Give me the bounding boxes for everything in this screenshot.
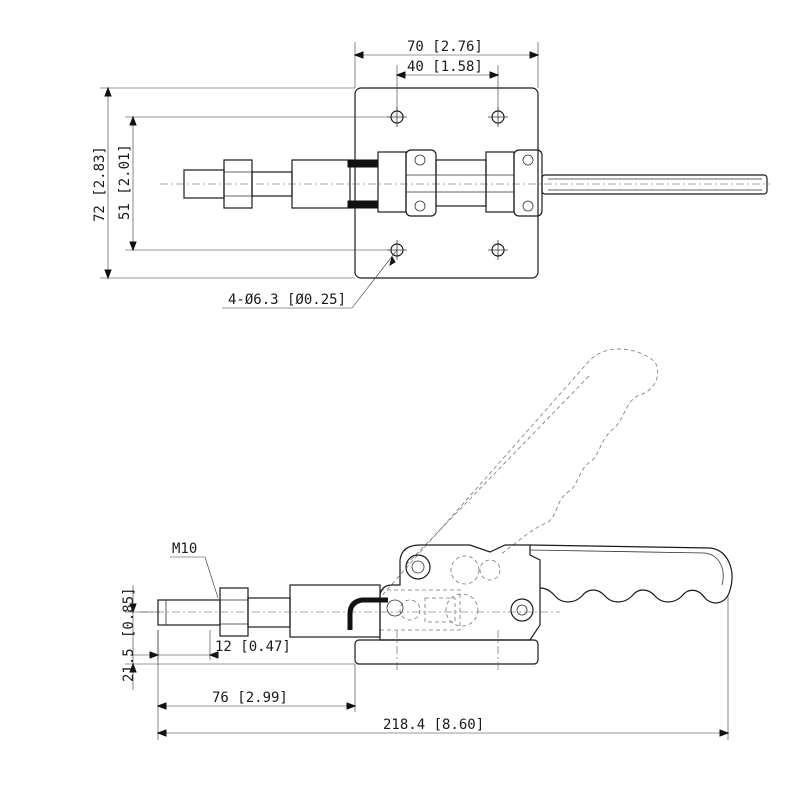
hole-callout-label: 4-Ø6.3 [Ø0.25]: [228, 292, 346, 308]
plunger-assembly: [160, 159, 770, 209]
thread-dim-label: 12 [0.47]: [215, 639, 291, 655]
dimension-thread-length: 12 [0.47]: [130, 630, 291, 660]
height-small-label: 21.5: [121, 648, 137, 682]
dimension-height-small: [0.85] 21.5: [121, 585, 355, 690]
side-base-plate: [354, 639, 539, 665]
thread-callout: M10: [170, 541, 219, 599]
handle-open-phantom: [377, 348, 659, 601]
base-length-label: 76 [2.99]: [212, 690, 288, 706]
handle-closed: [529, 544, 733, 604]
top-view: 70 [2.76] 40 [1.58] 72 [2.83] 51 [2.01]: [92, 39, 770, 309]
thread-label: M10: [172, 541, 197, 557]
collar-top: [347, 159, 379, 168]
linkage-phantom: [379, 555, 501, 631]
dimension-width-inner: 40 [1.58]: [395, 59, 500, 110]
dimension-total-length: 218.4 [8.60]: [156, 595, 730, 740]
height-outer-label: 72 [2.83]: [92, 146, 108, 222]
side-view: M10 12 [0.47] [0.85] 21.5 76 [2.99]: [121, 348, 733, 740]
hole-callout: 4-Ø6.3 [Ø0.25]: [222, 249, 398, 309]
base-plate: [354, 87, 539, 279]
dimension-base-length: 76 [2.99]: [156, 630, 357, 740]
dimension-width-outer: 70 [2.76]: [353, 39, 540, 88]
total-length-label: 218.4 [8.60]: [383, 717, 484, 733]
height-bracket-label: [0.85]: [121, 587, 137, 638]
height-inner-label: 51 [2.01]: [117, 144, 133, 220]
linkage-body: [377, 149, 543, 217]
dimension-height-outer: 72 [2.83]: [92, 86, 355, 280]
mounting-holes: [387, 107, 508, 260]
collar-bottom: [347, 200, 379, 209]
spring-clip: [347, 597, 388, 630]
handle-top-view: [541, 174, 768, 195]
clamp-body: [379, 544, 541, 641]
width-inner-label: 40 [1.58]: [407, 59, 483, 75]
width-outer-label: 70 [2.76]: [407, 39, 483, 55]
dimension-height-inner: 51 [2.01]: [117, 115, 390, 252]
